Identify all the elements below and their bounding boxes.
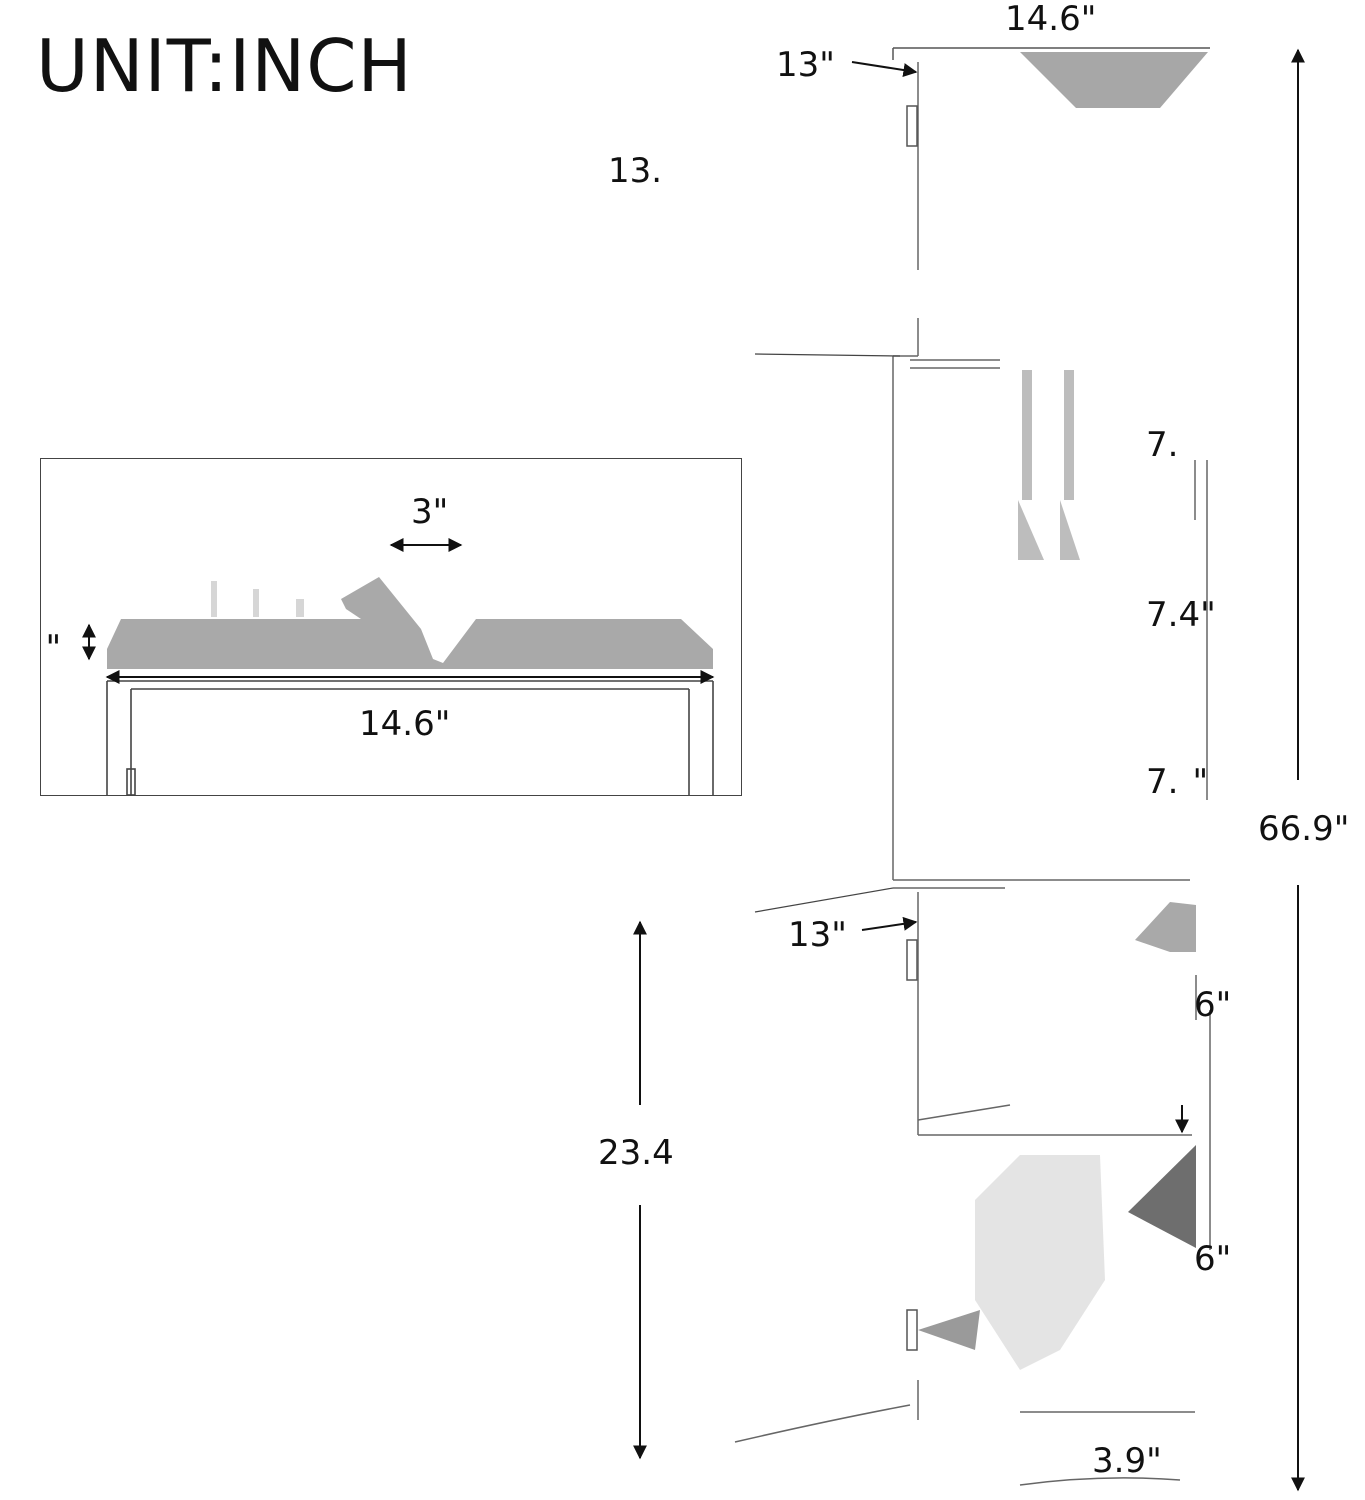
leader-lines <box>754 353 901 913</box>
hinge-icon <box>906 105 918 1351</box>
tab-width-label: 3" <box>411 492 449 532</box>
top-detail-inset: 3" 14.6" 4." <box>40 458 742 796</box>
base-height-label: 3.9" <box>1092 1441 1162 1481</box>
lower-cabinet-frame <box>734 892 1211 1486</box>
side-depth-partial-label: 13. <box>608 151 663 191</box>
cabinet-top-panel <box>892 47 1210 108</box>
shelf-spacing-1-label: 7. <box>1146 425 1179 465</box>
top-width-label: 14.6" <box>1005 0 1097 39</box>
dimension-arrows <box>633 48 1305 1492</box>
total-height-label: 66.9" <box>1258 809 1350 849</box>
bottom-gap-label: 6" <box>1194 1239 1232 1279</box>
unit-title: UNIT:INCH <box>36 24 413 108</box>
edge-height-label: 4." <box>45 628 62 668</box>
top-detail-diagram <box>82 538 715 795</box>
drawer-gap-label: 6" <box>1194 985 1232 1025</box>
upper-cabinet-frame <box>892 62 1208 889</box>
shelf-spacing-2-label: 7.4" <box>1146 595 1216 635</box>
mid-depth-label: 13" <box>788 915 847 955</box>
top-depth-label: 13" <box>776 45 835 85</box>
shelf-spacing-3-label: 7." <box>1146 762 1209 802</box>
lower-shading <box>918 902 1196 1370</box>
inset-top-width-label: 14.6" <box>359 704 451 744</box>
lower-height-label: 23.4 <box>598 1133 674 1173</box>
interior-rods <box>1018 370 1080 560</box>
